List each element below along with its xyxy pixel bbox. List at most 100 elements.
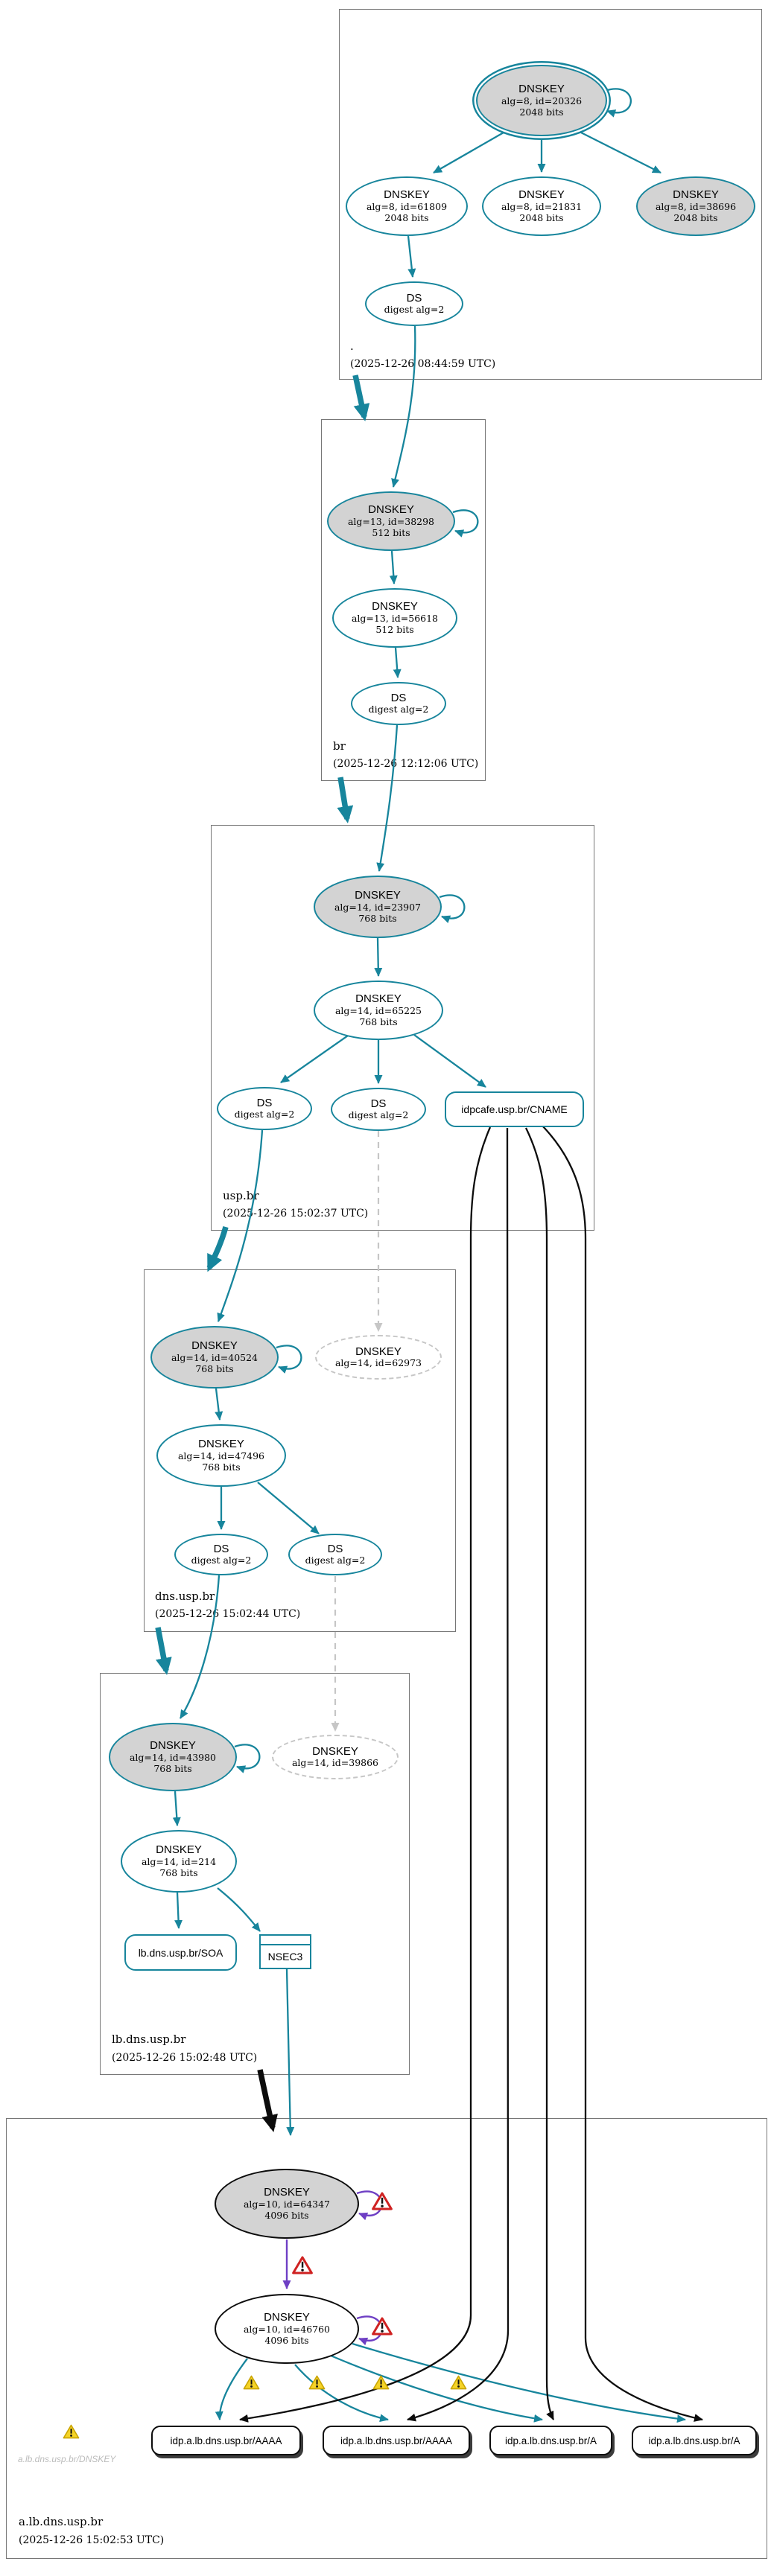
- error-icon[interactable]: [372, 2192, 393, 2214]
- node-bits: 2048 bits: [673, 211, 718, 223]
- ds-node-br[interactable]: DS digest alg=2: [351, 682, 446, 725]
- dnskey-node-root-ksk2[interactable]: DNSKEY alg=8, id=38696 2048 bits: [636, 176, 755, 236]
- node-bits: 4096 bits: [264, 2209, 309, 2221]
- ds-node-root[interactable]: DS digest alg=2: [365, 281, 463, 326]
- missing-key-edges: [331, 1131, 383, 1732]
- edge-br-ksk-selfloop: [452, 509, 479, 538]
- dnskey-node-lb-missing[interactable]: DNSKEY alg=14, id=39866: [272, 1735, 399, 1779]
- rrset-node-aaaa-1[interactable]: idp.a.lb.dns.usp.br/AAAA: [151, 2426, 301, 2455]
- missing-dnskey-text[interactable]: a.lb.dns.usp.br/DNSKEY: [18, 2454, 116, 2464]
- node-title: DNSKEY: [355, 992, 402, 1006]
- node-title: DS: [370, 1097, 387, 1110]
- warning-icon[interactable]: [308, 2375, 326, 2394]
- node-title: DS: [256, 1096, 273, 1109]
- delegation-root-to-br: [352, 374, 370, 421]
- ds-node-usp-1[interactable]: DS digest alg=2: [217, 1087, 312, 1130]
- node-meta: digest alg=2: [191, 1555, 252, 1566]
- edge-zsk61809-to-ds: [407, 235, 416, 278]
- zone-label: usp.br: [223, 1189, 259, 1202]
- node-title: DNSKEY: [198, 1438, 244, 1451]
- node-bits: 768 bits: [159, 1866, 198, 1878]
- node-meta: alg=14, id=62973: [334, 1357, 422, 1369]
- warning-icon[interactable]: [63, 2424, 80, 2443]
- dnskey-node-alb-zsk[interactable]: DNSKEY alg=10, id=46760 4096 bits: [215, 2294, 359, 2364]
- warning-icon[interactable]: [243, 2375, 260, 2394]
- dnskey-node-usp-zsk[interactable]: DNSKEY alg=14, id=65225 768 bits: [314, 981, 443, 1040]
- ds-node-usp-2[interactable]: DS digest alg=2: [331, 1088, 426, 1131]
- edge-usp-zsk-to-cname: [413, 1034, 486, 1088]
- edge-root-ksk-to-ksk38696: [574, 128, 661, 174]
- warning-icon[interactable]: [450, 2375, 467, 2394]
- node-title: DS: [390, 691, 407, 704]
- alias-edges: [239, 1125, 703, 2423]
- zone-timestamp: (2025-12-26 15:02:53 UTC): [19, 2534, 165, 2546]
- dnskey-node-root-zsk1[interactable]: DNSKEY alg=8, id=61809 2048 bits: [346, 176, 468, 236]
- dnskey-node-br-zsk[interactable]: DNSKEY alg=13, id=56618 512 bits: [332, 588, 457, 648]
- warning-icon[interactable]: [372, 2375, 390, 2394]
- node-title: DNSKEY: [355, 889, 401, 902]
- secure-delegation-arrows: [155, 374, 370, 1675]
- nsec3-band: [261, 1936, 310, 1945]
- edge-lb-zsk-to-nsec3: [217, 1887, 261, 1932]
- node-title: DNSKEY: [191, 1339, 238, 1353]
- node-title: DS: [213, 1542, 229, 1555]
- delegation-br-to-usp: [337, 777, 354, 823]
- rrset-label: lb.dns.usp.br/SOA: [138, 1946, 223, 1959]
- dnskey-node-dns-ksk[interactable]: DNSKEY alg=14, id=40524 768 bits: [150, 1326, 279, 1389]
- node-meta: alg=8, id=61809: [366, 201, 448, 213]
- node-title: DNSKEY: [368, 503, 414, 517]
- dnskey-node-usp-ksk[interactable]: DNSKEY alg=14, id=23907 768 bits: [314, 876, 442, 938]
- edge-lb-ksk-selfloop: [234, 1744, 261, 1773]
- node-meta: alg=13, id=56618: [351, 613, 438, 625]
- node-meta: alg=10, id=64347: [243, 2199, 330, 2210]
- dnskey-node-lb-zsk[interactable]: DNSKEY alg=14, id=214 768 bits: [121, 1830, 237, 1893]
- rrset-node-aaaa-2[interactable]: idp.a.lb.dns.usp.br/AAAA: [323, 2426, 470, 2455]
- node-bits: 512 bits: [372, 526, 410, 538]
- node-title: DNSKEY: [156, 1843, 202, 1857]
- node-meta: alg=10, id=46760: [243, 2324, 330, 2336]
- edge-cname-to-rrset1: [239, 1126, 492, 2423]
- ds-node-dns-2[interactable]: DS digest alg=2: [288, 1534, 382, 1575]
- dnskey-node-br-ksk[interactable]: DNSKEY alg=13, id=38298 512 bits: [327, 491, 455, 551]
- node-title: DNSKEY: [518, 83, 565, 96]
- error-icon[interactable]: [292, 2256, 313, 2278]
- error-icon[interactable]: [372, 2317, 393, 2339]
- node-bits: 512 bits: [375, 623, 414, 635]
- zone-timestamp: (2025-12-26 15:02:48 UTC): [112, 2052, 258, 2064]
- rrset-label: idp.a.lb.dns.usp.br/AAAA: [340, 2435, 453, 2446]
- node-meta: alg=8, id=21831: [501, 201, 583, 213]
- node-meta: alg=8, id=38696: [655, 201, 737, 213]
- edge-dns-ds1-to-lb-ksk: [180, 1575, 220, 1719]
- rrset-node-a-2[interactable]: idp.a.lb.dns.usp.br/A: [632, 2426, 757, 2455]
- edge-dns-zsk-to-ds2: [257, 1482, 320, 1534]
- zone-label: dns.usp.br: [155, 1590, 215, 1603]
- dnskey-node-root-ksk[interactable]: DNSKEY alg=8, id=20326 2048 bits: [476, 65, 607, 136]
- node-bits: 768 bits: [358, 912, 397, 924]
- ds-node-dns-1[interactable]: DS digest alg=2: [174, 1534, 268, 1575]
- dnskey-node-alb-ksk[interactable]: DNSKEY alg=10, id=64347 4096 bits: [215, 2169, 359, 2239]
- node-bits: 768 bits: [202, 1461, 241, 1473]
- zone-label: br: [333, 739, 346, 753]
- node-bits: 2048 bits: [519, 106, 564, 118]
- edge-alb-zsk-to-rrset3: [330, 2354, 543, 2423]
- zone-box-a-lb-dns-usp-br: [6, 2118, 767, 2559]
- rrset-label: idp.a.lb.dns.usp.br/A: [504, 2435, 597, 2446]
- node-title: DNSKEY: [264, 2311, 310, 2324]
- dnskey-node-dns-zsk[interactable]: DNSKEY alg=14, id=47496 768 bits: [156, 1424, 286, 1487]
- node-title: DNSKEY: [673, 188, 719, 202]
- edge-nsec3-to-alb: [285, 1968, 295, 2136]
- rrset-label: idp.a.lb.dns.usp.br/A: [648, 2435, 740, 2446]
- node-meta: alg=14, id=39866: [291, 1757, 378, 1769]
- rrset-node-soa[interactable]: lb.dns.usp.br/SOA: [124, 1934, 237, 1971]
- rrset-node-a-1[interactable]: idp.a.lb.dns.usp.br/A: [489, 2426, 612, 2455]
- dnskey-node-lb-ksk[interactable]: DNSKEY alg=14, id=43980 768 bits: [109, 1723, 237, 1791]
- dnskey-node-root-zsk2[interactable]: DNSKEY alg=8, id=21831 2048 bits: [482, 176, 601, 236]
- node-title: DNSKEY: [355, 1345, 402, 1358]
- edge-dns-ksk-to-zsk: [215, 1388, 223, 1421]
- dnskey-node-dns-missing[interactable]: DNSKEY alg=14, id=62973: [315, 1335, 442, 1380]
- rrset-node-cname[interactable]: idpcafe.usp.br/CNAME: [445, 1091, 584, 1127]
- nsec3-node[interactable]: NSEC3: [259, 1934, 311, 1969]
- edge-root-ksk-selfloop: [604, 88, 632, 118]
- node-bits: 4096 bits: [264, 2334, 309, 2346]
